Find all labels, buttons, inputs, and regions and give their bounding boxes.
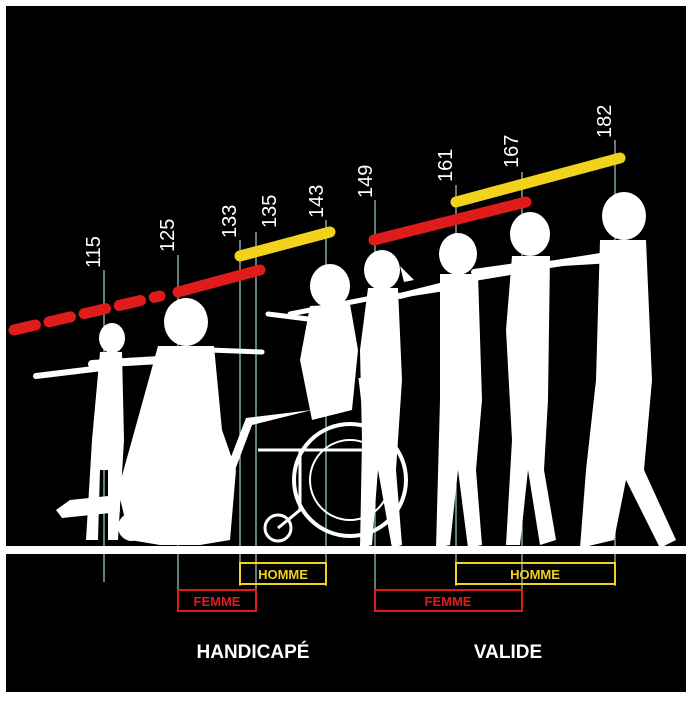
height-label-135: 135 [259, 195, 281, 228]
handicape-homme-label: HOMME [258, 567, 308, 582]
height-label-143: 143 [306, 185, 328, 218]
height-label-133: 133 [219, 205, 241, 238]
height-label-182: 182 [594, 105, 616, 138]
height-label-149: 149 [355, 165, 377, 198]
valide-homme-label: HOMME [510, 567, 560, 582]
height-label-115: 115 [83, 236, 105, 268]
group-label-valide: VALIDE [474, 642, 542, 663]
height-label-161: 161 [435, 149, 457, 182]
height-label-125: 125 [157, 219, 179, 252]
height-label-167: 167 [501, 135, 523, 168]
floor-line [6, 546, 686, 554]
valide-femme-label: FEMME [425, 594, 472, 609]
group-label-handicape: HANDICAPÉ [197, 641, 310, 663]
handicape-femme-label: FEMME [194, 594, 241, 609]
